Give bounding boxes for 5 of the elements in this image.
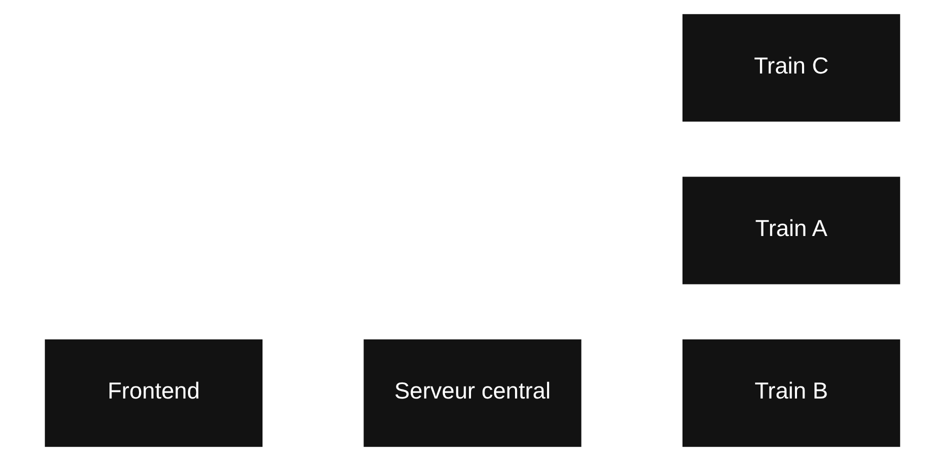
node-box: Train A [682,176,900,284]
node-box: Train B [682,338,900,446]
node-box: Train C [682,14,900,122]
node-box: Frontend [44,338,262,446]
node-box: Serveur central [363,338,581,446]
